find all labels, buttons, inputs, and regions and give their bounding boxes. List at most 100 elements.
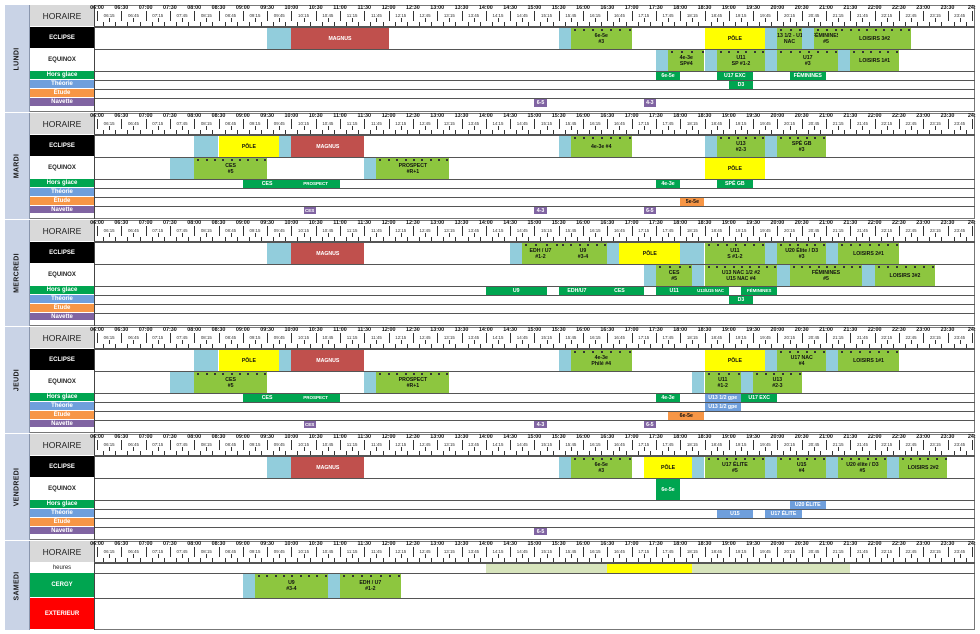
mercredi-event-f-minines[interactable]: FÉMININES#5 [789, 265, 863, 286]
lundi-buffer-block [267, 28, 292, 49]
mardi-event-4-3[interactable]: 4-3 [534, 207, 547, 214]
lundi-event-6e-5e[interactable]: 6e-5e [655, 72, 681, 80]
jeudi-event-u17-exc[interactable]: U17 EXC [740, 394, 778, 402]
lundi-event-magnus[interactable]: MAGNUS [291, 28, 389, 49]
lundi-event-u17[interactable]: U17#3 [777, 50, 839, 71]
minor-tick [467, 558, 469, 562]
lundi-event-p-le[interactable]: PÔLE [704, 28, 766, 49]
vendredi-event-u20-lite-d3[interactable]: U20 élite / D3#5 [838, 457, 887, 478]
lundi-event-f-minines[interactable]: FÉMININES#5 [813, 28, 839, 49]
mercredi-event-u9[interactable]: U9#3-4 [558, 243, 608, 264]
mercredi-event-u9[interactable]: U9 [485, 287, 547, 295]
mercredi-event-edh-u7[interactable]: EDH/U7 [558, 287, 596, 295]
jeudi-event-6-5[interactable]: 6-5 [643, 421, 656, 428]
mardi-event-magnus[interactable]: MAGNUS [291, 136, 365, 157]
lundi-event-u17-exc[interactable]: U17 EXC [716, 72, 754, 80]
mercredi-event-f-minines[interactable]: FÉMININES [740, 287, 778, 295]
jeudi-event-p-le[interactable]: PÔLE [218, 350, 280, 371]
jeudi-event-u11[interactable]: U11#1-2 [704, 372, 741, 393]
player-marker [823, 137, 825, 139]
mercredi-event-p-le[interactable]: PÔLE [619, 243, 681, 264]
mardi-event-4e-3e-4[interactable]: 4e-3e #4 [570, 136, 632, 157]
jeudi-event-ces[interactable]: CES [303, 421, 316, 428]
half-hour-tick [400, 340, 402, 344]
vendredi-event-u17-lite[interactable]: U17 ÉLITE [765, 510, 802, 518]
mardi-event-5e-5e[interactable]: 5e-5e [680, 198, 705, 206]
vendredi-event-6e-5e[interactable]: 6e-5e#3 [570, 457, 632, 478]
jeudi-event-u13-1-2-gpe[interactable]: U13 1/2 gpe [704, 394, 741, 402]
jeudi-event-4e-3e[interactable]: 4e-3e [655, 394, 681, 402]
half-hour-label: 17:15 [638, 549, 650, 554]
jeudi-event-u13-1-2-gpe[interactable]: U13 1/2 gpe [704, 403, 741, 411]
mercredi-event-u13-u15-nac[interactable]: U13/U15 NAC [692, 287, 729, 295]
mardi-event-sp-gb[interactable]: SPÉ GB [716, 180, 754, 188]
mardi-event-ces[interactable]: CES [303, 207, 316, 214]
mercredi-event-loisirs-2-1[interactable]: LOISIRS 2#1 [838, 243, 899, 264]
mardi-event-4e-3e[interactable]: 4e-3e [655, 180, 681, 188]
minor-tick [479, 130, 481, 134]
minor-tick [346, 130, 348, 134]
mardi-event-ces[interactable]: CES#5 [194, 158, 268, 179]
vendredi-event-u17-lite[interactable]: U17 ÉLITE#5 [704, 457, 766, 478]
mardi-event-prospect[interactable]: PROSPECT [291, 180, 340, 188]
mercredi-event-ces[interactable]: CES [595, 287, 644, 295]
mercredi-event-d3[interactable]: D3 [728, 296, 754, 304]
hour-tick [485, 440, 487, 450]
jeudi-event-u13[interactable]: U13#2-3 [753, 372, 802, 393]
lundi-event-4-3[interactable]: 4-3 [643, 99, 656, 107]
jeudi-event-u17-nac[interactable]: U17 NAC#4 [777, 350, 826, 371]
jeudi-event-4-3[interactable]: 4-3 [534, 421, 547, 428]
jeudi-event-magnus[interactable]: MAGNUS [291, 350, 365, 371]
half-hour-label: 14:15 [492, 13, 504, 18]
minor-tick [139, 130, 141, 134]
mercredi-event-u11[interactable]: U11 [655, 287, 693, 295]
jeudi-event-ces[interactable]: CES#5 [194, 372, 268, 393]
mercredi-event-magnus[interactable]: MAGNUS [291, 243, 365, 264]
jeudi-event-p-le[interactable]: PÔLE [704, 350, 766, 371]
jeudi-event-prospect[interactable]: PROSPECT [291, 394, 340, 402]
vendredi-event-u20-lite[interactable]: U20 ÉLITE [789, 501, 826, 509]
mardi-event-p-le[interactable]: PÔLE [704, 158, 766, 179]
vendredi-event-p-le[interactable]: PÔLE [643, 457, 693, 478]
lundi-event-loisirs-3-2[interactable]: LOISIRS 3#2 [838, 28, 912, 49]
lundi-event-d3[interactable]: D3 [728, 81, 754, 89]
vendredi-event-u15[interactable]: U15#4 [777, 457, 826, 478]
jeudi-event-prospect[interactable]: PROSPECT#R+1 [376, 372, 450, 393]
mardi-event-ces[interactable]: CES [242, 180, 292, 188]
lundi-event-loisirs-1-1[interactable]: LOISIRS 1#1 [850, 50, 899, 71]
player-marker [669, 266, 672, 268]
mercredi-event-ces[interactable]: CES#5 [655, 265, 693, 286]
vendredi-event-6-5[interactable]: 6-5 [534, 528, 547, 535]
hour-tick [97, 119, 98, 129]
lundi-event-f-minines[interactable]: FÉMININES [789, 72, 826, 80]
samedi-event-edh-u7[interactable]: EDH / U7#1-2 [340, 574, 401, 598]
mardi-event-p-le[interactable]: PÔLE [218, 136, 280, 157]
vendredi-event-loisirs-2-2[interactable]: LOISIRS 2#2 [898, 457, 948, 478]
mercredi-event-edh-u7[interactable]: EDH / U7#1-2 [522, 243, 559, 264]
jeudi-event-6e-5e[interactable]: 6e-5e [668, 412, 705, 420]
lundi-event-6e-5e[interactable]: 6e-5e#3 [570, 28, 632, 49]
minor-tick [795, 130, 797, 134]
mardi-event-u13[interactable]: U13#2-3 [716, 136, 766, 157]
samedi-event-u9[interactable]: U9#3-4 [254, 574, 328, 598]
mercredi-event-u20-lite-d3[interactable]: U20 Élite / D3#3 [777, 243, 826, 264]
vendredi-event-u15[interactable]: U15 [716, 510, 754, 518]
mardi-event-sp-gb[interactable]: SPÉ GB#3 [777, 136, 826, 157]
hour-tick [194, 333, 196, 343]
vendredi-event-magnus[interactable]: MAGNUS [291, 457, 365, 478]
jeudi-event-loisirs-1-1[interactable]: LOISIRS 1#1 [838, 350, 899, 371]
lundi-event-6-5[interactable]: 6-5 [534, 99, 547, 107]
vendredi-event-6e-5e[interactable]: 6e-5e [655, 479, 681, 500]
jeudi-event-ces[interactable]: CES [242, 394, 292, 402]
mardi-event-6-5[interactable]: 6-5 [643, 207, 656, 214]
mercredi-event-loisirs-3-2[interactable]: LOISIRS 3#2 [874, 265, 936, 286]
mardi-event-prospect[interactable]: PROSPECT#R+1 [376, 158, 450, 179]
half-hour-tick [838, 126, 840, 130]
minor-tick [661, 451, 663, 455]
